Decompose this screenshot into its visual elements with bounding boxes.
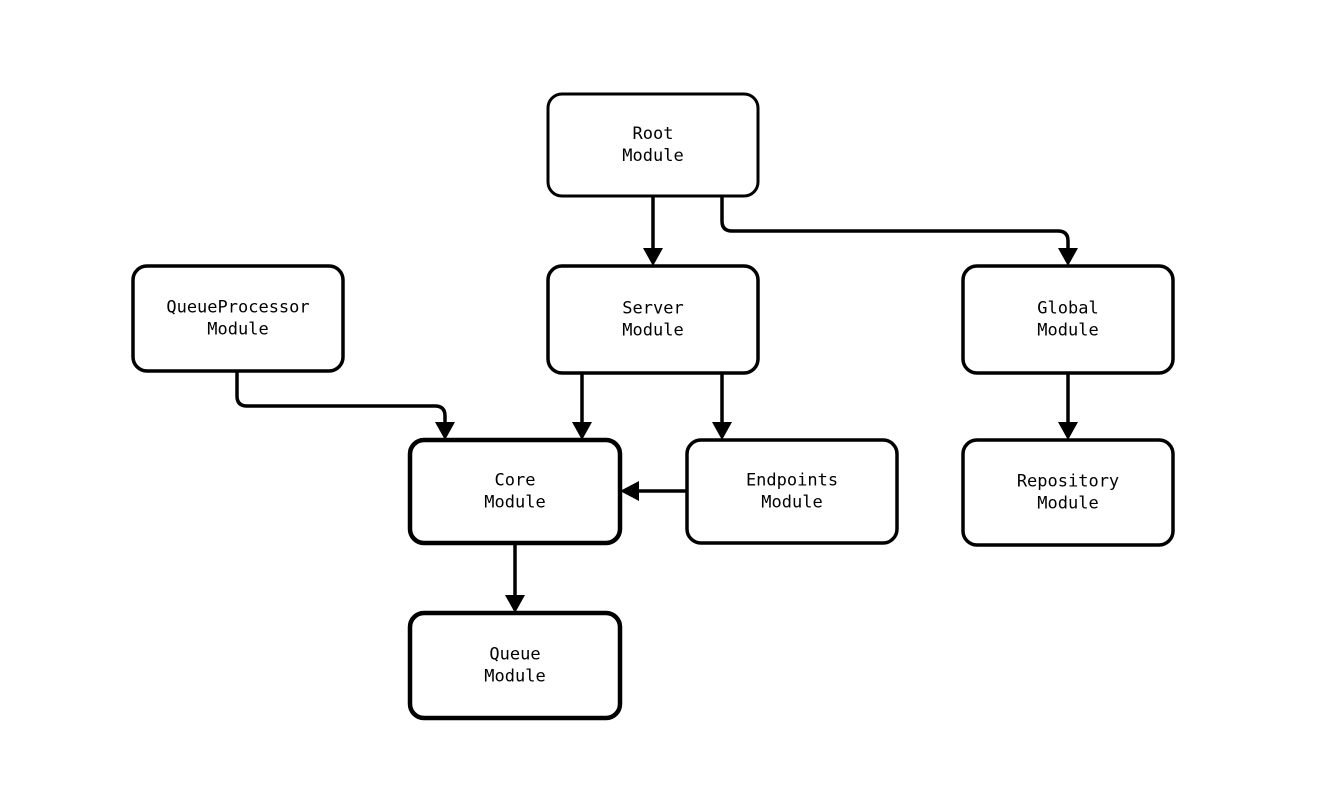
- core-module-label-line2: Module: [484, 493, 545, 513]
- core-module-box[interactable]: [407, 437, 623, 546]
- repository-module-label-line2: Module: [1037, 494, 1098, 514]
- edge-server-to-core-arrowhead-icon: [572, 422, 592, 440]
- root-module-label-line2: Module: [622, 146, 683, 166]
- endpoints-module-box[interactable]: [685, 438, 899, 545]
- root-module-label-line1: Root: [633, 124, 674, 144]
- queue-module-label-line2: Module: [484, 667, 545, 687]
- queue-module-box[interactable]: [407, 610, 623, 721]
- edge-root-to-global-line: [720, 196, 1070, 257]
- edge-server-to-endpoints-arrowhead-icon: [712, 422, 732, 440]
- root-module-box[interactable]: [546, 92, 760, 198]
- repository-module-label-line1: Repository: [1017, 472, 1119, 492]
- edge-server-to-endpoints: [712, 373, 732, 440]
- server-module-box[interactable]: [546, 264, 760, 375]
- edge-queueprocessor-to-core-arrowhead-icon: [435, 422, 455, 440]
- edge-root-to-server: [643, 196, 663, 266]
- endpoints-module-label-line1: Endpoints: [746, 471, 838, 491]
- core-module-label-line1: Core: [495, 471, 536, 491]
- edge-global-to-repository-arrowhead-icon: [1058, 422, 1078, 440]
- edge-queueprocessor-to-core-line: [235, 371, 447, 431]
- edge-queueprocessor-to-core: [235, 371, 455, 440]
- queueprocessor-module-label-line1: QueueProcessor: [166, 298, 309, 318]
- global-module-label-line2: Module: [1037, 321, 1098, 341]
- queueprocessor-module-box[interactable]: [131, 264, 345, 373]
- edge-endpoints-to-core-arrowhead-icon: [620, 481, 639, 501]
- edge-root-to-global: [720, 196, 1078, 266]
- edge-core-to-queue-arrowhead-icon: [505, 595, 525, 613]
- edge-root-to-server-arrowhead-icon: [643, 248, 663, 266]
- edge-endpoints-to-core: [620, 481, 687, 501]
- queueprocessor-module-label-line2: Module: [207, 320, 268, 340]
- edges-layer: [235, 196, 1078, 613]
- repository-module-box[interactable]: [961, 438, 1175, 547]
- server-module-label-line1: Server: [622, 299, 683, 319]
- global-module-label-line1: Global: [1037, 299, 1098, 319]
- edge-server-to-core: [572, 373, 592, 440]
- endpoints-module-label-line2: Module: [761, 493, 822, 513]
- edge-global-to-repository: [1058, 373, 1078, 440]
- edge-core-to-queue: [505, 543, 525, 613]
- edge-root-to-global-arrowhead-icon: [1058, 248, 1078, 266]
- global-module-box[interactable]: [961, 264, 1175, 375]
- queue-module-label-line1: Queue: [489, 645, 540, 665]
- server-module-label-line2: Module: [622, 321, 683, 341]
